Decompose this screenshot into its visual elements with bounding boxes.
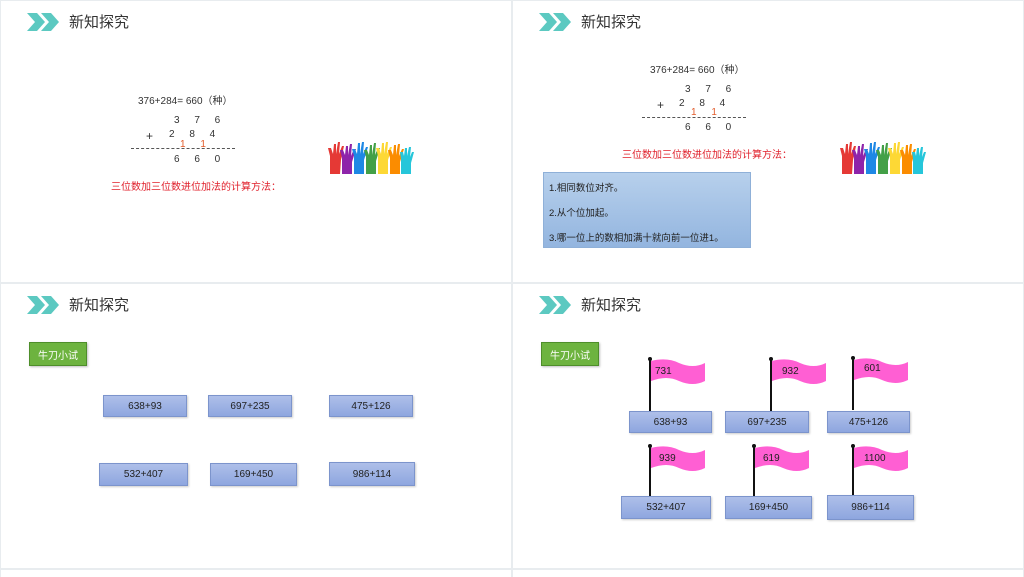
equation-text: 376+284= 660（种） — [650, 65, 745, 76]
step-1: 1.相同数位对齐。 — [549, 183, 624, 194]
double-chevron-icon — [539, 296, 571, 314]
practice-button[interactable]: 牛刀小试 — [541, 342, 599, 366]
flag-answer: 731 — [655, 366, 672, 377]
addend-bottom: 2 8 4 — [169, 129, 222, 140]
sum-line — [642, 117, 746, 118]
plus-sign: + — [657, 98, 665, 112]
equation-text: 376+284= 660（种） — [138, 96, 233, 107]
sum-line — [131, 148, 235, 149]
exercise-box: 638+93 — [103, 395, 187, 417]
flag-icon — [769, 357, 826, 411]
flag-answer: 601 — [864, 363, 881, 374]
exercise-box: 475+126 — [827, 411, 910, 433]
slide-6-partial — [513, 570, 1023, 577]
raised-hands-icon — [840, 142, 926, 174]
method-label: 三位数加三位数进位加法的计算方法： — [622, 150, 792, 161]
addend-top: 3 7 6 — [685, 84, 738, 95]
double-chevron-icon — [539, 13, 571, 31]
carry-marks: 1 1 — [691, 107, 723, 118]
step-3: 3.哪一位上的数相加满十就向前一位进1。 — [549, 233, 724, 244]
flag-answer: 939 — [659, 453, 676, 464]
flag-icon — [648, 357, 705, 411]
exercise-box: 697+235 — [725, 411, 809, 433]
exercise-box: 169+450 — [210, 463, 297, 486]
flag-answer: 619 — [763, 453, 780, 464]
slide-5-partial — [1, 570, 511, 577]
addend-top: 3 7 6 — [174, 115, 227, 126]
double-chevron-icon — [27, 13, 59, 31]
exercise-box: 532+407 — [621, 496, 711, 519]
addend-bottom: 2 8 4 — [679, 98, 732, 109]
exercise-box: 697+235 — [208, 395, 292, 417]
raised-hands-icon — [328, 142, 414, 174]
answer-flag: 619 — [751, 444, 811, 498]
practice-button[interactable]: 牛刀小试 — [29, 342, 87, 366]
exercise-box: 986+114 — [827, 495, 914, 520]
section-title: 新知探究 — [581, 297, 642, 314]
exercise-box: 475+126 — [329, 395, 413, 417]
section-title: 新知探究 — [69, 297, 130, 314]
sum-result: 6 6 0 — [174, 154, 227, 165]
exercise-box: 532+407 — [99, 463, 188, 486]
slide-4: 新知探究 牛刀小试 731 932 601 638+93 697+235 475… — [513, 284, 1023, 568]
flag-answer: 1100 — [864, 453, 886, 464]
flag-icon — [648, 444, 705, 498]
answer-flag: 731 — [647, 357, 707, 411]
slide-1: 新知探究 376+284= 660（种） 3 7 6 + 2 8 4 1 1 6… — [1, 1, 511, 282]
slide-2: 新知探究 376+284= 660（种） 3 7 6 + 2 8 4 1 1 6… — [513, 1, 1023, 282]
answer-flag: 601 — [850, 356, 910, 410]
steps-box: 1.相同数位对齐。 2.从个位加起。 3.哪一位上的数相加满十就向前一位进1。 — [543, 172, 751, 248]
slide-3: 新知探究 牛刀小试 638+93 697+235 475+126 532+407… — [1, 284, 511, 568]
flag-answer: 932 — [782, 366, 799, 377]
flag-icon — [851, 356, 908, 410]
answer-flag: 1100 — [850, 444, 910, 498]
exercise-box: 169+450 — [725, 496, 812, 519]
answer-flag: 932 — [768, 357, 828, 411]
method-label: 三位数加三位数进位加法的计算方法： — [111, 182, 281, 193]
section-title: 新知探究 — [581, 14, 642, 31]
flag-icon — [752, 444, 809, 498]
step-2: 2.从个位加起。 — [549, 208, 614, 219]
answer-flag: 939 — [647, 444, 707, 498]
plus-sign: + — [146, 129, 154, 143]
section-title: 新知探究 — [69, 14, 130, 31]
exercise-box: 638+93 — [629, 411, 712, 433]
sum-result: 6 6 0 — [685, 122, 738, 133]
double-chevron-icon — [27, 296, 59, 314]
carry-marks: 1 1 — [180, 139, 212, 150]
flag-icon — [851, 444, 908, 498]
exercise-box: 986+114 — [329, 462, 415, 486]
